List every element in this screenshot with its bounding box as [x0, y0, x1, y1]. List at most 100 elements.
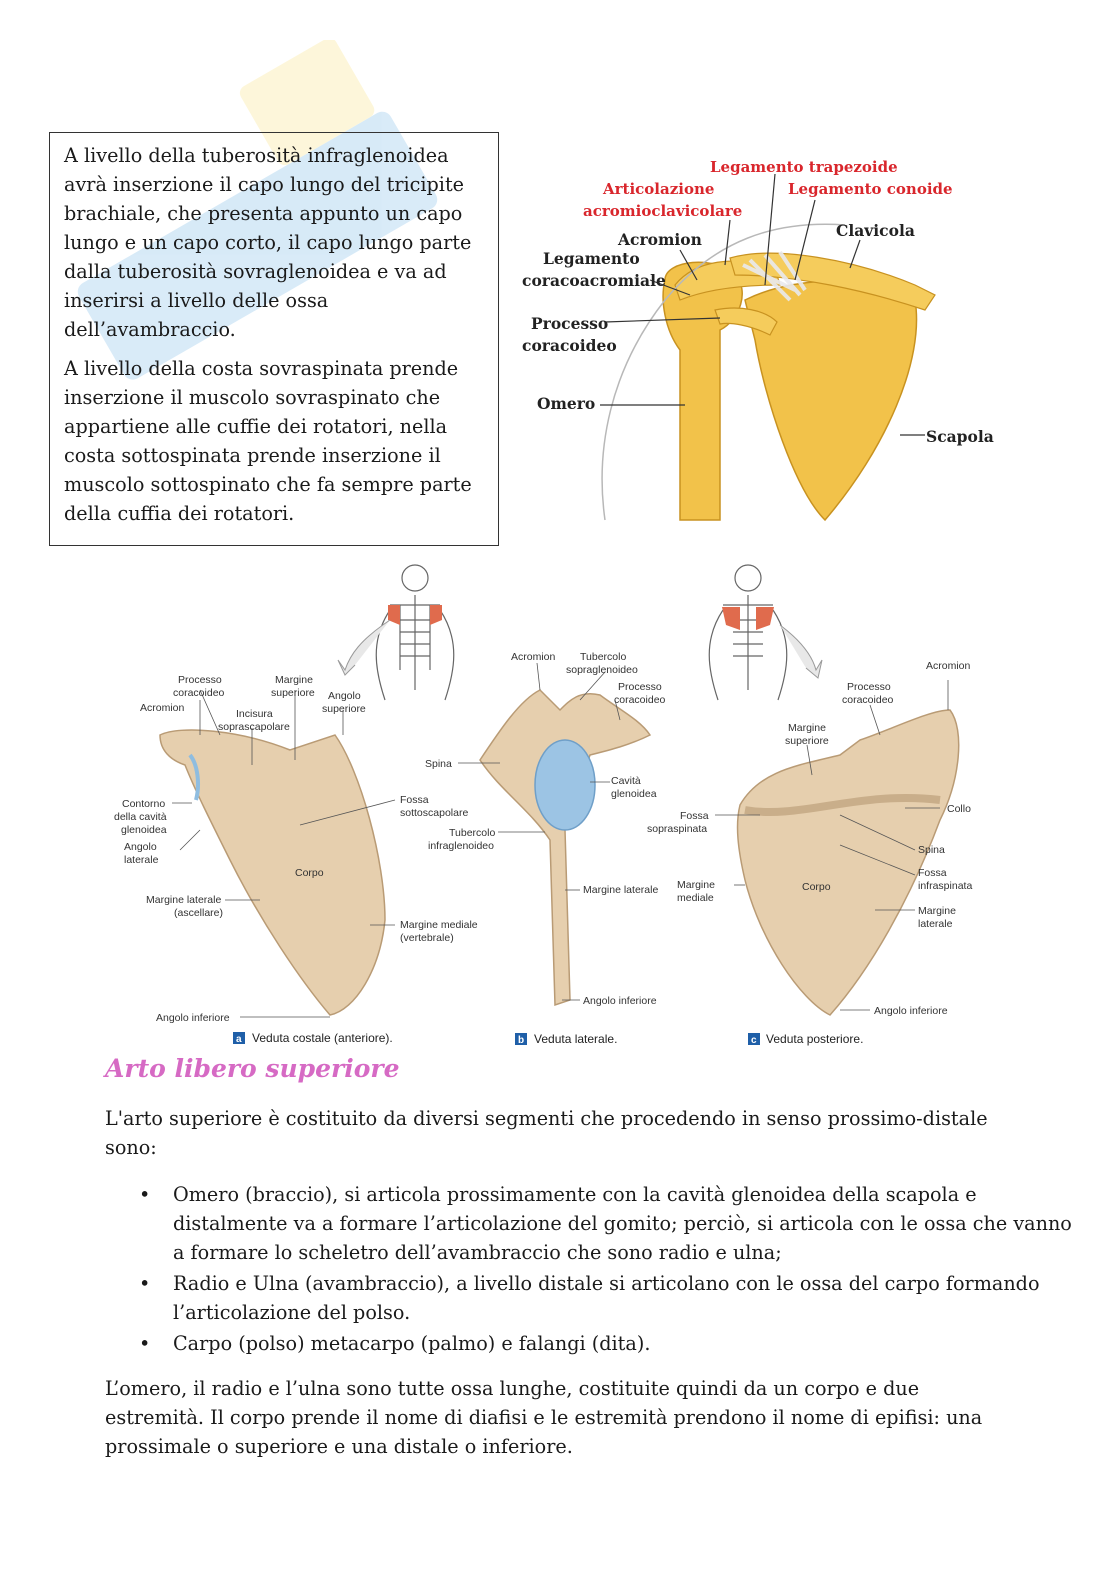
- caption-b: Veduta laterale.: [534, 1032, 617, 1046]
- c-label-acromion: Acromion: [926, 660, 971, 672]
- list-item: Carpo (polso) metacarpo (palmo) e falang…: [139, 1329, 1073, 1358]
- info-paragraph-1: A livello della tuberosità infraglenoide…: [64, 144, 472, 341]
- shoulder-joint-illustration: Legamento trapezoide Articolazione acrom…: [522, 158, 994, 522]
- b-label-margine-laterale: Margine laterale: [583, 884, 658, 896]
- a-label-vertebrale: (vertebrale): [400, 932, 454, 944]
- b-label-tubercolo-inf: Tubercolo: [449, 827, 495, 839]
- badge-a: [233, 1032, 245, 1044]
- a-label-processo: Processo: [178, 674, 222, 686]
- info-paragraph-2: A livello della costa sovraspinata prend…: [64, 357, 472, 525]
- segments-list: Omero (braccio), si articola prossimamen…: [105, 1180, 1073, 1360]
- shoulder-highlight-right: [722, 607, 774, 630]
- skeleton-thumbnail-posterior: [708, 564, 788, 701]
- a-label-angolo-sup: Angolo: [328, 690, 361, 702]
- c-label-margine-med: Margine: [677, 879, 715, 891]
- b-label-coracoideo: coracoideo: [614, 694, 666, 706]
- label-coracoacromiale: coracoacromiale: [522, 271, 666, 290]
- c-label-coracoideo: coracoideo: [842, 694, 894, 706]
- label-clavicola: Clavicola: [836, 221, 915, 240]
- a-label-glenoidea: glenoidea: [121, 824, 167, 836]
- a-label-corpo: Corpo: [295, 867, 324, 879]
- c-label-corpo: Corpo: [802, 881, 831, 893]
- a-label-coracoideo: coracoideo: [173, 687, 225, 699]
- label-legamento: Legamento: [543, 249, 640, 268]
- b-label-tubercolo: Tubercolo: [580, 651, 626, 663]
- c-label-superiore: superiore: [785, 735, 829, 747]
- b-label-angolo-inferiore: Angolo inferiore: [583, 995, 657, 1007]
- c-label-fossa: Fossa: [680, 810, 709, 822]
- label-scapola: Scapola: [926, 427, 994, 446]
- label-acromioclavicolare: acromioclavicolare: [583, 202, 742, 220]
- skeleton-thumbnail-anterior: [375, 564, 455, 701]
- arrow-left: [337, 619, 391, 676]
- caption-a: Veduta costale (anteriore).: [252, 1031, 393, 1045]
- closing-paragraph: L’omero, il radio e l’ulna sono tutte os…: [105, 1377, 983, 1458]
- a-label-incisura: Incisura: [236, 708, 273, 720]
- list-item: Radio e Ulna (avambraccio), a livello di…: [139, 1269, 1073, 1327]
- c-label-infraspinata: infraspinata: [918, 880, 972, 892]
- b-label-glenoidea: glenoidea: [611, 788, 657, 800]
- a-label-margine-mediale: Margine mediale: [400, 919, 478, 931]
- info-box: A livello della tuberosità infraglenoide…: [49, 132, 499, 546]
- a-label-margine-sup: Margine: [275, 674, 313, 686]
- section-title: Arto libero superiore: [105, 1054, 400, 1083]
- label-articolazione: Articolazione: [602, 180, 714, 198]
- a-label-superiore: superiore: [271, 687, 315, 699]
- scapula-anterior-shape: [159, 729, 386, 1016]
- c-label-angolo-inferiore: Angolo inferiore: [874, 1005, 948, 1017]
- a-label-sottoscapolare: sottoscapolare: [400, 807, 468, 819]
- b-label-infraglenoideo: infraglenoideo: [428, 840, 494, 852]
- b-label-sopraglenoideo: sopraglenoideo: [566, 664, 638, 676]
- a-label-della-cavita: della cavità: [114, 811, 167, 823]
- c-label-collo: Collo: [947, 803, 971, 815]
- scapula-posterior-shape: [736, 709, 960, 1016]
- ligament-strands: [742, 250, 807, 302]
- label-acromion: Acromion: [617, 230, 702, 249]
- label-omero: Omero: [537, 394, 595, 413]
- coracoid-shape: [714, 307, 778, 336]
- b-label-cavita: Cavità: [611, 775, 641, 787]
- scapula-views-illustration: Processo coracoideo Margine superiore An…: [114, 564, 972, 1046]
- label-processo: Processo: [531, 314, 608, 333]
- intro-paragraph: L'arto superiore è costituito da diversi…: [105, 1107, 988, 1159]
- badge-b: [515, 1033, 527, 1045]
- glenoid-cavity-b: [534, 739, 596, 831]
- a-label-angolo-superiore: superiore: [322, 703, 366, 715]
- c-label-margine-lat: Margine: [918, 905, 956, 917]
- c-label-processo: Processo: [847, 681, 891, 693]
- label-legamento-conoide: Legamento conoide: [788, 180, 953, 198]
- badge-a-letter: a: [236, 1034, 242, 1045]
- body-outline: [601, 223, 846, 521]
- c-label-sopraspinata: sopraspinata: [647, 823, 707, 835]
- c-label-mediale: mediale: [677, 892, 714, 904]
- a-label-laterale: laterale: [124, 854, 159, 866]
- a-label-angolo-inferiore: Angolo inferiore: [156, 1012, 230, 1024]
- a-label-soprascapolare: soprascapolare: [218, 721, 290, 733]
- label-legamento-trapezoide: Legamento trapezoide: [710, 158, 898, 176]
- a-label-contorno: Contorno: [122, 798, 165, 810]
- humerus-shape: [662, 261, 743, 521]
- b-label-processo: Processo: [618, 681, 662, 693]
- a-label-ascellare: (ascellare): [174, 907, 223, 919]
- a-label-angolo-lat: Angolo: [124, 841, 157, 853]
- c-label-fossa-inf: Fossa: [918, 867, 947, 879]
- shoulder-highlight-left: [388, 605, 442, 625]
- c-label-margine-sup: Margine: [788, 722, 826, 734]
- list-item: Omero (braccio), si articola prossimamen…: [139, 1180, 1073, 1267]
- arrow-right: [779, 624, 823, 679]
- badge-c: [748, 1033, 760, 1045]
- glenoid-rim-a: [188, 753, 200, 801]
- badge-b-letter: b: [518, 1035, 524, 1046]
- a-label-margine-laterale: Margine laterale: [146, 894, 221, 906]
- spine-ridge-c: [744, 793, 941, 817]
- scapula-lateral-shape: [479, 689, 652, 1007]
- a-label-fossa: Fossa: [400, 794, 429, 806]
- b-label-spina: Spina: [425, 758, 452, 770]
- a-label-acromion: Acromion: [140, 702, 185, 714]
- b-label-acromion: Acromion: [511, 651, 556, 663]
- c-label-spina: Spina: [918, 844, 945, 856]
- label-coracoideo: coracoideo: [522, 336, 617, 355]
- badge-c-letter: c: [751, 1035, 757, 1046]
- c-label-laterale: laterale: [918, 918, 953, 930]
- caption-c: Veduta posteriore.: [766, 1032, 863, 1046]
